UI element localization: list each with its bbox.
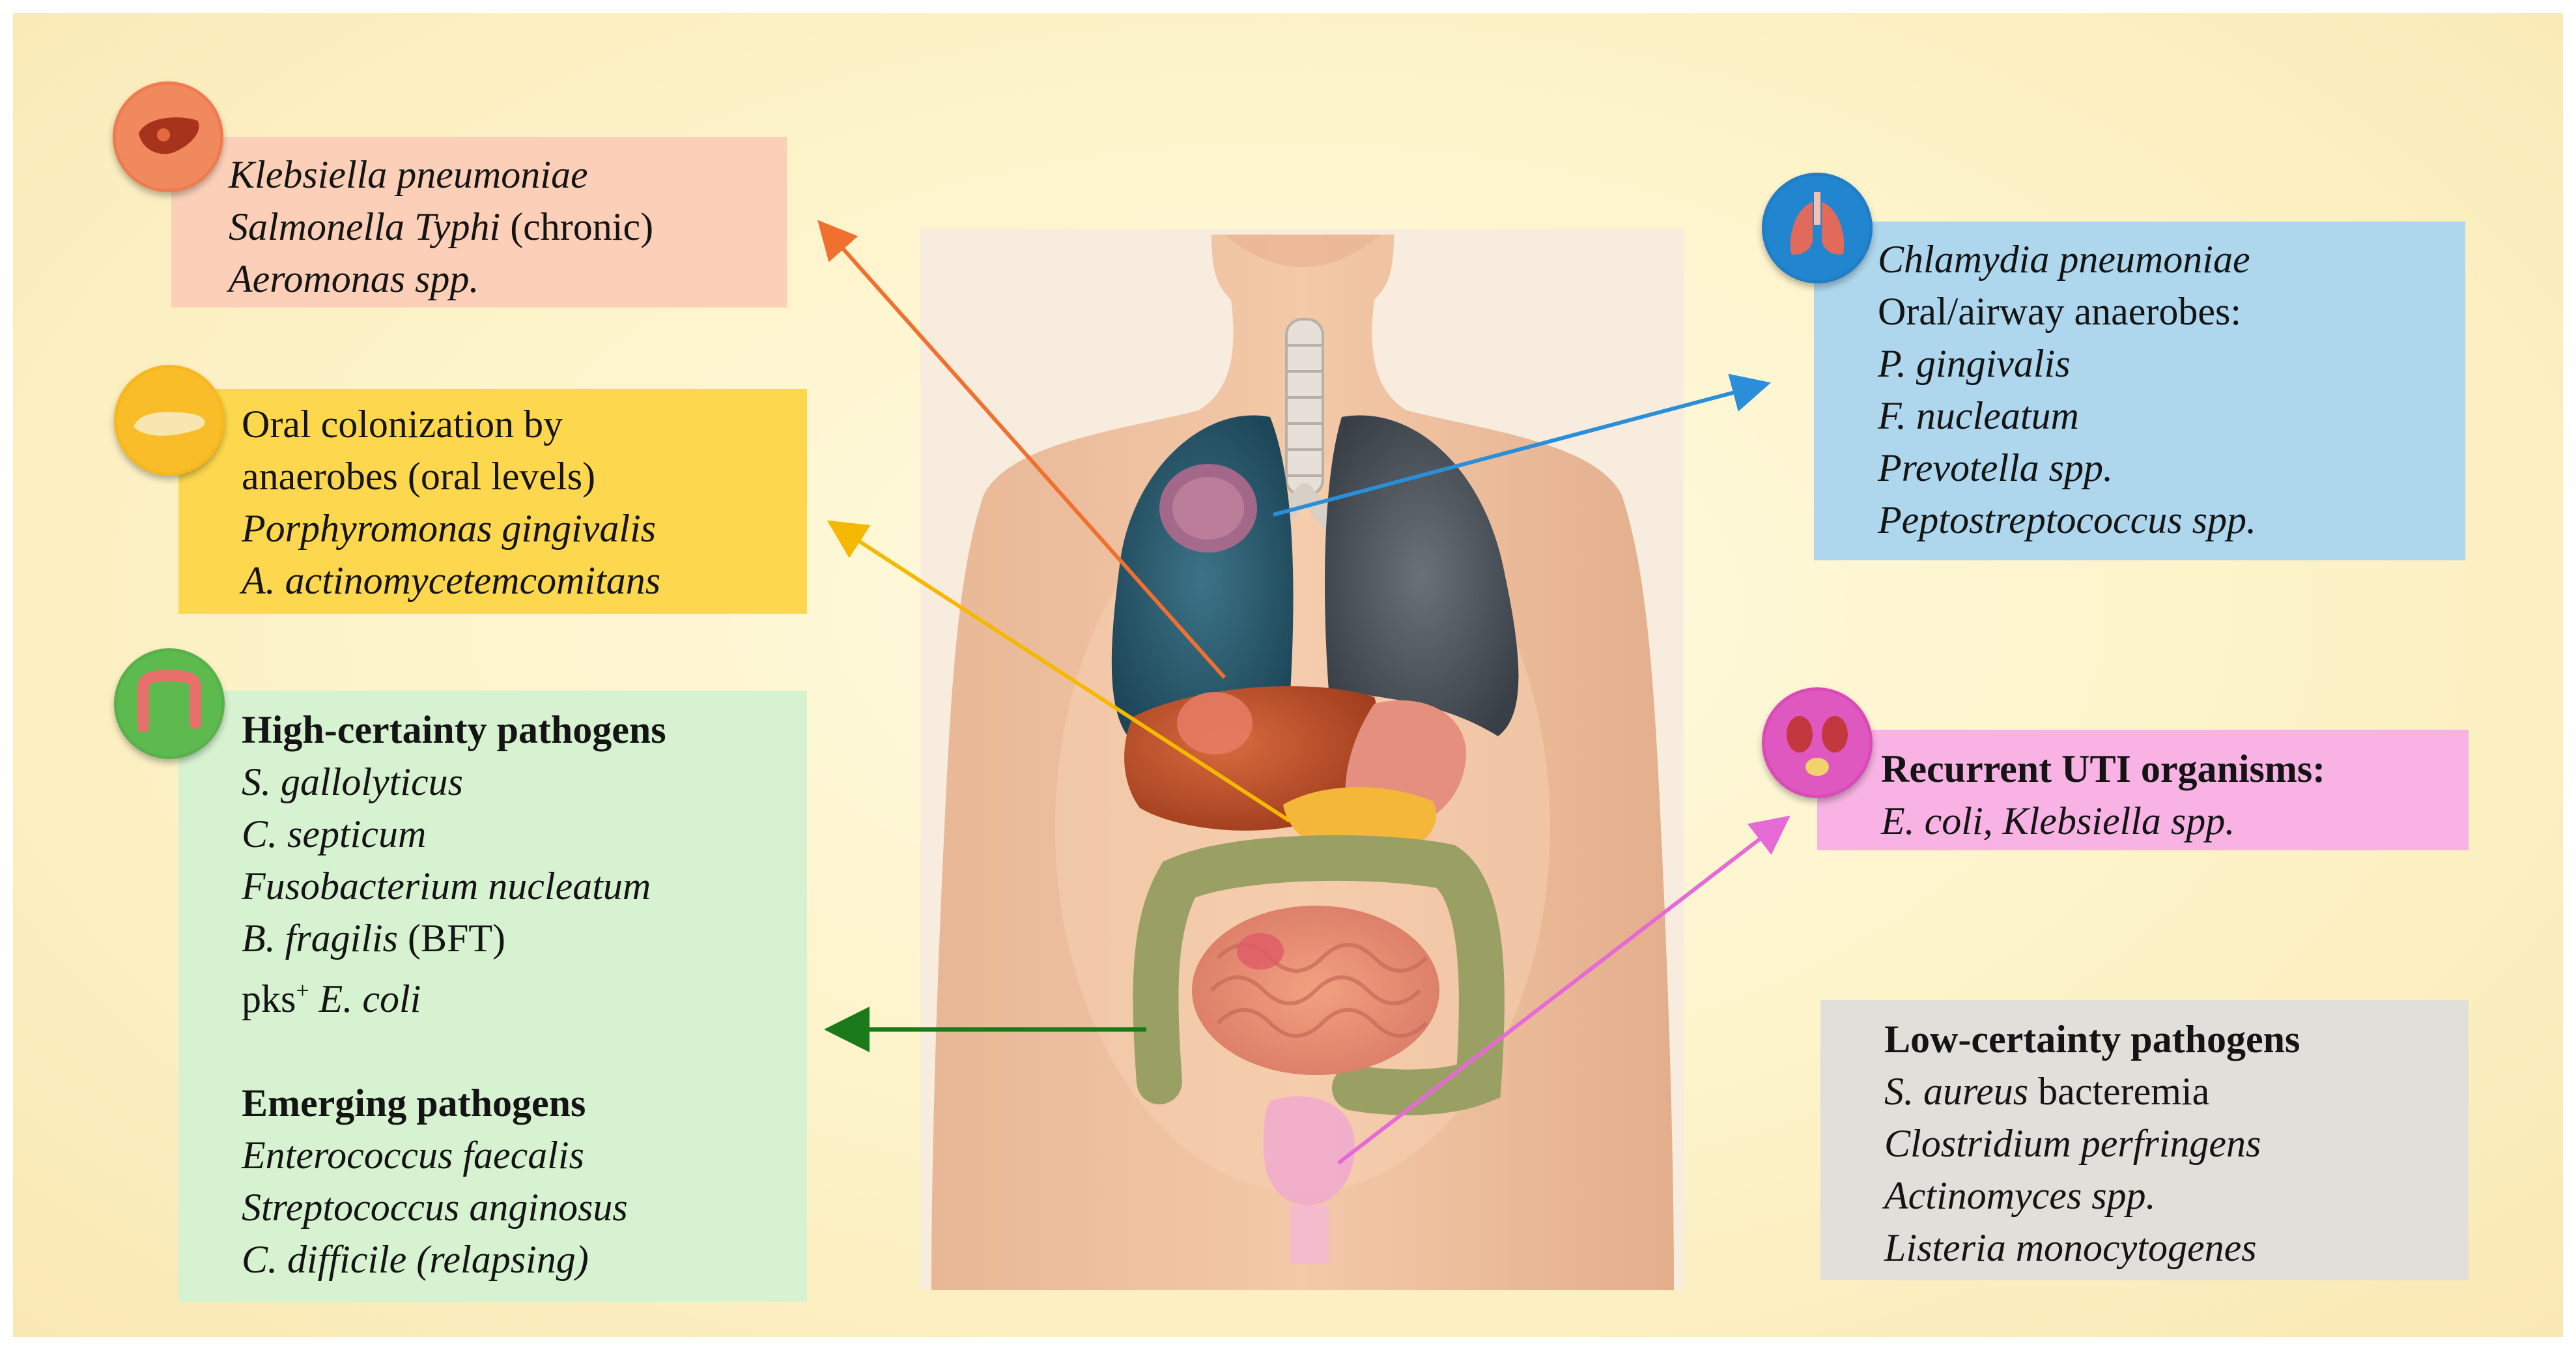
colon-item-4-rest: (BFT) bbox=[398, 917, 506, 960]
arrow-pancreas bbox=[827, 520, 1291, 823]
uti-pathogens-box: Recurrent UTI organisms: E. coli, Klebsi… bbox=[1817, 730, 2469, 850]
arrow-liver bbox=[817, 220, 1226, 679]
low-line-4: Listeria monocytogenes bbox=[1884, 1226, 2257, 1269]
colon bbox=[1133, 835, 1505, 1115]
colon-item-2: C. septicum bbox=[242, 812, 427, 855]
low-certainty-box: Low-certainty pathogens S. aureus bacter… bbox=[1820, 1000, 2469, 1280]
pancreas-line-4: A. actinomycetemcomitans bbox=[242, 559, 661, 602]
low-line-1-italic: S. aureus bbox=[1884, 1070, 2029, 1113]
high-certainty-heading: High-certainty pathogens bbox=[242, 708, 666, 751]
colon-item-4: B. fragilis (BFT) bbox=[242, 912, 807, 964]
low-certainty-heading: Low-certainty pathogens bbox=[1884, 1018, 2300, 1061]
colon-item-1: S. gallolyticus bbox=[242, 760, 463, 803]
low-line-2: Clostridium perfringens bbox=[1884, 1122, 2261, 1165]
low-line-1: S. aureus bacteremia bbox=[1884, 1065, 2469, 1117]
colon-item-5-sup: + bbox=[296, 977, 309, 1003]
colon-item-5-italic: E. coli bbox=[309, 977, 421, 1020]
anatomy-figure bbox=[817, 220, 1790, 1290]
kidneys-icon bbox=[1762, 687, 1873, 798]
uti-heading: Recurrent UTI organisms: bbox=[1881, 747, 2326, 790]
lungs-icon bbox=[1762, 173, 1873, 283]
pancreas-line-3: Porphyromonas gingivalis bbox=[242, 507, 657, 550]
colon-item-3: Fusobacterium nucleatum bbox=[242, 865, 651, 908]
colon-icon bbox=[114, 648, 225, 759]
low-line-1-rest: bacteremia bbox=[2028, 1070, 2210, 1113]
liver-line-2-rest: (chronic) bbox=[500, 205, 654, 248]
lung-line-2: Oral/airway anaerobes: bbox=[1878, 290, 2242, 333]
arrow-uti bbox=[1337, 815, 1790, 1165]
right-lung bbox=[1325, 415, 1519, 736]
pancreas-line-1: Oral colonization by bbox=[242, 403, 563, 446]
colon-item-5-prefix: pks bbox=[242, 977, 296, 1020]
colon-item-4-italic: B. fragilis bbox=[242, 917, 399, 960]
bladder bbox=[1264, 1096, 1355, 1205]
intestine-tumor bbox=[1237, 933, 1284, 969]
colon-item-7: Streptococcus anginosus bbox=[242, 1186, 628, 1229]
trachea-rings bbox=[1286, 344, 1323, 477]
liver-icon bbox=[113, 81, 223, 192]
liver-tumor bbox=[1177, 692, 1253, 754]
arrow-lung bbox=[1273, 373, 1771, 517]
pancreas-line-2: anaerobes (oral levels) bbox=[242, 455, 596, 498]
lung-line-3: P. gingivalis bbox=[1878, 342, 2071, 385]
colon-item-6: Enterococcus faecalis bbox=[242, 1134, 584, 1177]
lung-line-6: Peptostreptococcus spp. bbox=[1878, 498, 2256, 541]
spacer bbox=[242, 1025, 807, 1077]
liver-line-3: Aeromonas spp. bbox=[229, 257, 479, 300]
liver-pathogens-box: Klebsiella pneumoniae Salmonella Typhi (… bbox=[171, 137, 787, 308]
low-line-3: Actinomyces spp. bbox=[1884, 1174, 2156, 1217]
pancreas-pathogens-box: Oral colonization by anaerobes (oral lev… bbox=[178, 389, 807, 614]
lung-line-5: Prevotella spp. bbox=[1878, 446, 2114, 489]
colon-item-5: pks+ E. coli bbox=[242, 964, 807, 1025]
uti-line-1: E. coli, Klebsiella spp. bbox=[1881, 799, 2235, 842]
colon-item-8: C. difficile (relapsing) bbox=[242, 1238, 589, 1281]
lung-line-4: F. nucleatum bbox=[1878, 394, 2079, 437]
colon-pathogens-box: High-certainty pathogens S. gallolyticus… bbox=[178, 691, 807, 1302]
diagram-canvas: Klebsiella pneumoniae Salmonella Typhi (… bbox=[13, 13, 2563, 1337]
emerging-heading: Emerging pathogens bbox=[242, 1082, 586, 1125]
liver-line-1: Klebsiella pneumoniae bbox=[229, 153, 588, 196]
chin bbox=[1224, 235, 1381, 267]
lung-pathogens-box: Chlamydia pneumoniae Oral/airway anaerob… bbox=[1814, 222, 2465, 560]
lung-line-1: Chlamydia pneumoniae bbox=[1878, 238, 2250, 281]
liver-line-2-italic: Salmonella Typhi bbox=[229, 205, 501, 248]
pancreas-icon bbox=[114, 365, 225, 476]
urethra bbox=[1290, 1205, 1329, 1264]
liver-line-2: Salmonella Typhi (chronic) bbox=[229, 201, 787, 253]
